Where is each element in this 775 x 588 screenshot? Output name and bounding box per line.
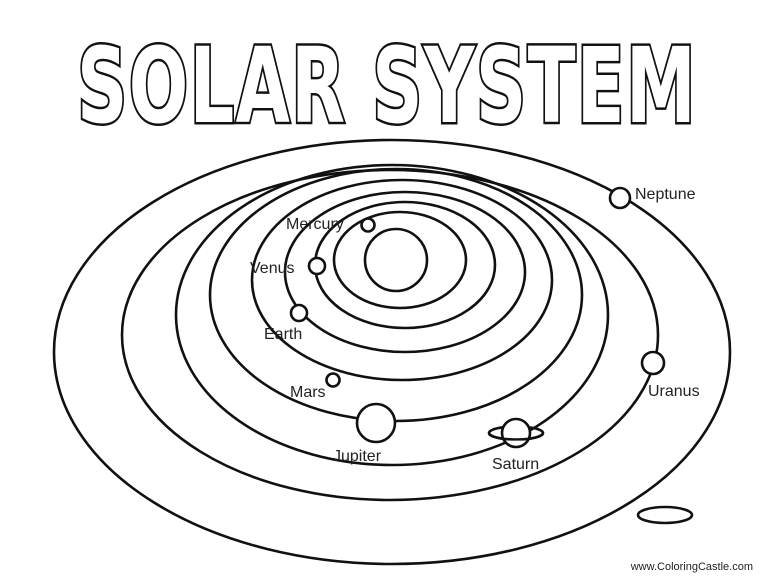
orbit-jupiter xyxy=(208,167,584,423)
label-jupiter: Jupiter xyxy=(333,448,382,465)
page-title: SOLAR SYSTEM xyxy=(77,25,697,147)
planet-mars xyxy=(325,372,341,388)
orbit-neptune xyxy=(52,138,732,566)
orbit-saturn xyxy=(174,163,610,467)
label-mercury: Mercury xyxy=(286,216,344,233)
planet-jupiter xyxy=(355,402,397,444)
label-venus: Venus xyxy=(250,260,294,277)
orbit-mars xyxy=(250,178,554,382)
planet-saturn xyxy=(500,417,532,449)
credit-text: www.ColoringCastle.com xyxy=(630,561,753,573)
planet-neptune xyxy=(608,186,632,210)
label-uranus: Uranus xyxy=(648,383,700,400)
label-earth: Earth xyxy=(264,326,302,343)
planet-earth xyxy=(289,303,309,323)
ring-shape xyxy=(636,505,694,525)
sun xyxy=(363,227,429,293)
orbit-uranus xyxy=(120,168,660,502)
label-neptune: Neptune xyxy=(635,186,696,203)
label-saturn: Saturn xyxy=(492,456,539,473)
orbit-earth xyxy=(283,190,527,354)
label-mars: Mars xyxy=(290,384,326,401)
planet-venus xyxy=(307,256,327,276)
planet-uranus xyxy=(640,350,666,376)
planet-mercury xyxy=(360,217,376,233)
orbit-mercury xyxy=(332,210,468,310)
